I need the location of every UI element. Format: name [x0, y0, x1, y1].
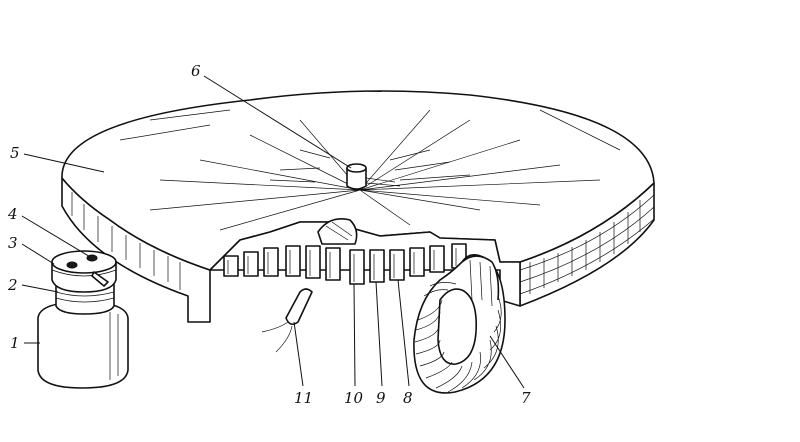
tooth-9 — [369, 249, 385, 283]
leader-4 — [21, 215, 93, 259]
coil-magnet — [413, 254, 506, 394]
disc — [61, 90, 655, 323]
leader-11 — [293, 321, 304, 387]
leader-9 — [375, 281, 383, 387]
leader-3 — [21, 243, 55, 265]
label-5: 5 — [10, 144, 20, 162]
tooth-8 — [389, 249, 405, 281]
label-2: 2 — [7, 276, 18, 294]
center-pin — [346, 163, 401, 190]
label-4: 4 — [7, 205, 18, 223]
label-7: 7 — [521, 389, 531, 407]
tooth — [409, 247, 425, 277]
tooth — [285, 245, 301, 277]
labels: 1 2 3 4 5 6 7 8 9 10 11 — [7, 62, 531, 407]
label-8: 8 — [403, 389, 413, 407]
disc-left-edge-hatching — [71, 192, 181, 290]
probe — [261, 288, 313, 353]
label-9: 9 — [376, 389, 386, 407]
tooth — [223, 255, 239, 277]
leader-lines — [21, 75, 525, 389]
coil-windings — [414, 282, 502, 393]
leader-5 — [23, 153, 105, 173]
disc-right-edge-hatching — [519, 194, 655, 295]
label-11: 11 — [294, 389, 313, 407]
label-3: 3 — [8, 234, 18, 252]
sensor-body — [37, 301, 129, 389]
slot-spool — [317, 218, 358, 245]
tooth-10 — [349, 249, 365, 285]
label-6: 6 — [191, 62, 201, 80]
leader-8 — [397, 279, 410, 387]
tooth — [243, 251, 259, 277]
tooth — [305, 245, 321, 279]
leader-6 — [203, 75, 352, 169]
label-10: 10 — [344, 389, 364, 407]
leader-10 — [353, 283, 356, 387]
disc-shading — [119, 109, 621, 231]
tooth — [429, 245, 445, 273]
sensor-cap-top — [51, 250, 117, 274]
teeth — [223, 243, 467, 285]
label-1: 1 — [10, 334, 20, 352]
tooth — [263, 247, 279, 277]
screw-icon — [66, 261, 78, 269]
leader-2 — [21, 284, 59, 293]
sensor-assembly — [37, 250, 129, 389]
leader-7 — [489, 335, 525, 389]
tooth — [325, 247, 341, 281]
